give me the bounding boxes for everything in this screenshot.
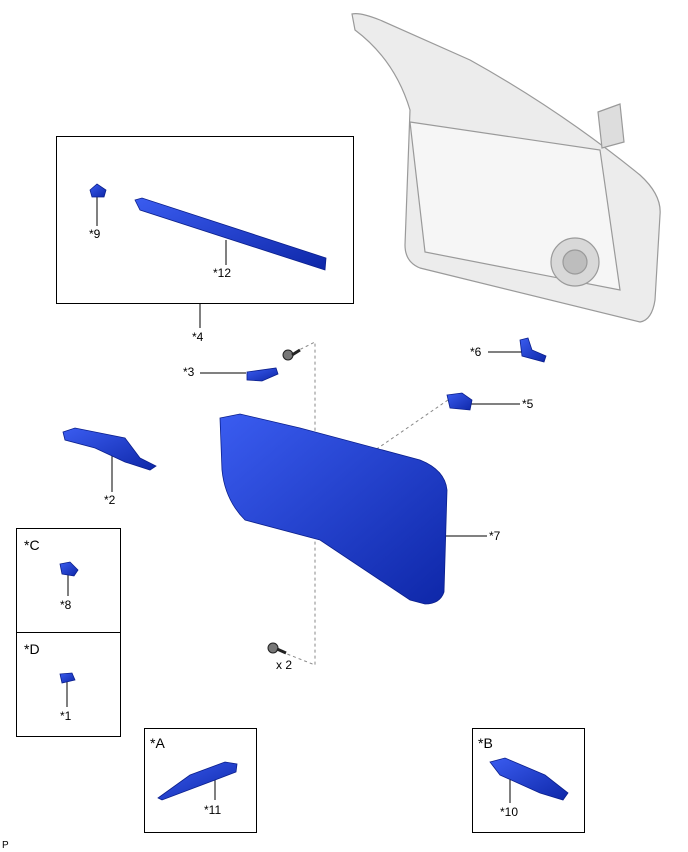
label-6: *6: [470, 345, 482, 359]
part-11: [157, 761, 238, 801]
label-11: *11: [204, 803, 222, 817]
label-7: *7: [489, 529, 501, 543]
label-8: *8: [60, 598, 72, 612]
part-1: [59, 672, 76, 684]
box-label-d: *D: [24, 641, 40, 657]
part-3: [246, 367, 279, 382]
screw-icon: [267, 642, 287, 655]
variant-box-b: [472, 728, 585, 833]
label-3: *3: [183, 365, 195, 379]
screw-quantity: x 2: [276, 658, 293, 672]
part-9: [89, 183, 107, 198]
label-12: *12: [213, 266, 232, 280]
box-label-b: *B: [478, 735, 493, 751]
part-7-door-trim: [219, 413, 448, 605]
variant-box-a: [144, 728, 257, 833]
door-frame: [351, 13, 661, 323]
label-5: *5: [522, 397, 534, 411]
footer-code: P: [2, 840, 9, 851]
label-4: *4: [192, 330, 204, 344]
variant-box-d: [16, 632, 121, 737]
part-10: [489, 757, 569, 801]
group-box-4: [56, 136, 354, 304]
part-5: [446, 392, 473, 411]
part-6: [519, 337, 547, 363]
part-2: [62, 427, 157, 471]
box-label-a: *A: [150, 735, 165, 751]
part-12: [134, 197, 327, 271]
leader-lines: [66, 197, 522, 803]
label-9: *9: [89, 227, 101, 241]
part-8: [59, 561, 79, 577]
label-10: *10: [500, 805, 519, 819]
label-1: *1: [60, 709, 72, 723]
label-2: *2: [104, 493, 116, 507]
screw-icon: [282, 348, 301, 361]
box-label-c: *C: [24, 537, 40, 553]
